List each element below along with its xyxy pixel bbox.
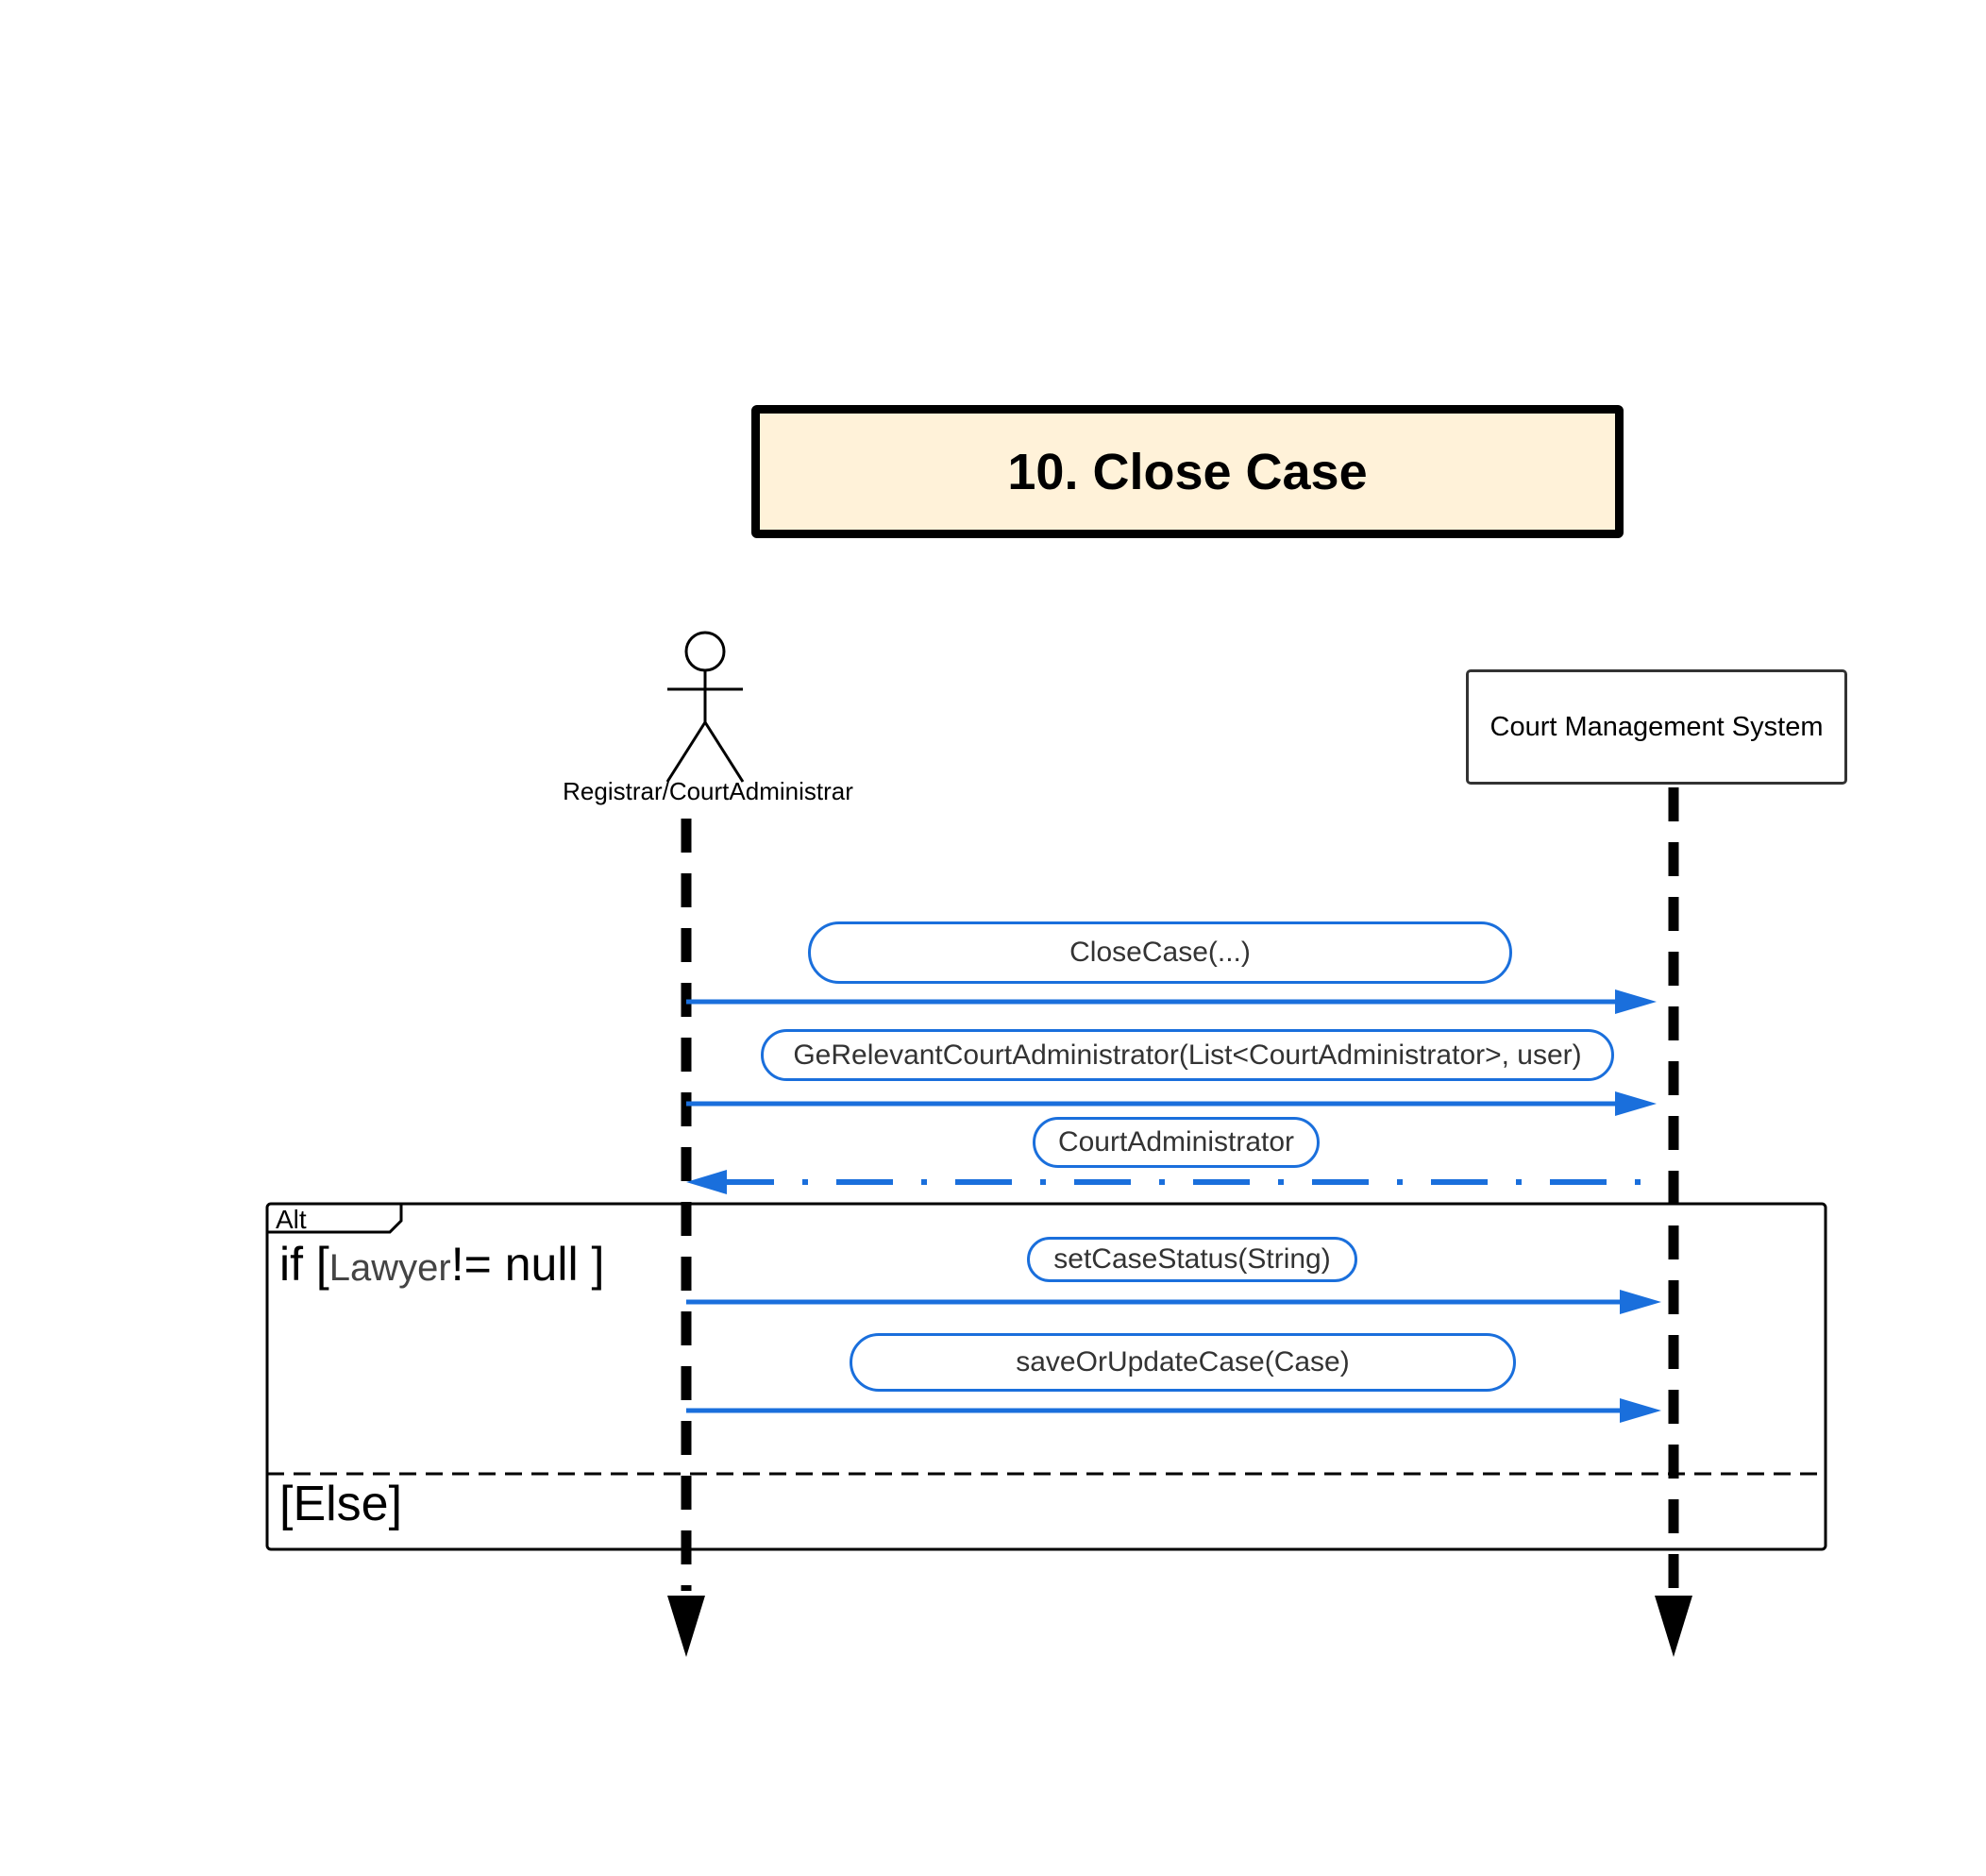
alt-frame-tag-shape: [267, 1204, 403, 1234]
diagram-title: 10. Close Case: [1007, 443, 1368, 500]
message-arrow-getrelevant: [686, 1091, 1657, 1116]
guard-prefix: if [: [279, 1238, 329, 1291]
message-arrow-setcasestatus: [686, 1290, 1661, 1314]
diagram-title-box: 10. Close Case: [751, 405, 1624, 538]
alt-if-guard: if [Lawyer!= null ]: [279, 1237, 604, 1292]
system-lifeline-arrowhead: [1655, 1596, 1692, 1657]
message-label-closecase: CloseCase(...): [808, 921, 1512, 984]
return-arrow-courtadministrator: [686, 1170, 1657, 1194]
alt-frame-tag: Alt: [276, 1205, 307, 1234]
message-label-setcasestatus: setCaseStatus(String): [1027, 1237, 1357, 1282]
guard-variable: Lawyer: [328, 1247, 451, 1289]
guard-suffix: != null ]: [450, 1238, 605, 1291]
message-arrow-closecase: [686, 989, 1657, 1014]
actor-lifeline-arrowhead: [667, 1596, 705, 1657]
system-participant-box: Court Management System: [1466, 669, 1847, 785]
actor-stick-figure-icon: [665, 631, 745, 783]
actor-label: Registrar/CourtAdministrar: [563, 777, 853, 805]
message-label-saveorupdatecase: saveOrUpdateCase(Case): [850, 1333, 1516, 1392]
message-label-courtadministrator: CourtAdministrator: [1033, 1117, 1320, 1168]
message-arrow-saveorupdatecase: [686, 1398, 1661, 1423]
alt-else-guard: [Else]: [279, 1477, 403, 1531]
message-label-getrelevant: GeRelevantCourtAdministrator(List<CourtA…: [761, 1029, 1614, 1081]
system-participant-label: Court Management System: [1490, 711, 1824, 742]
alt-frame: [265, 1202, 1827, 1551]
